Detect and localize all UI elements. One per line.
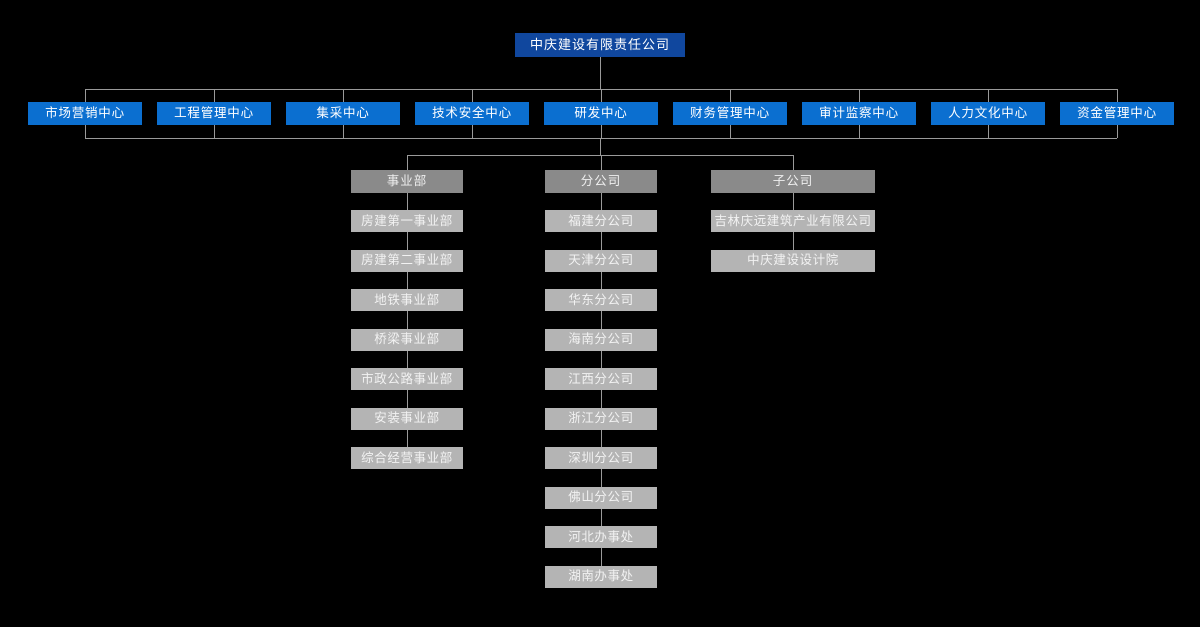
connector-leaf-link <box>601 508 602 526</box>
connector-department-tail <box>214 125 215 138</box>
department-node[interactable]: 工程管理中心 <box>157 102 271 125</box>
leaf-node[interactable]: 湖南办事处 <box>545 565 657 588</box>
leaf-node[interactable]: 深圳分公司 <box>545 447 657 469</box>
connector-leaf-link <box>407 350 408 368</box>
connector-department-drop <box>214 89 215 102</box>
leaf-node[interactable]: 河北办事处 <box>545 526 657 548</box>
connector-department-tail <box>472 125 473 138</box>
connector-root-stem <box>600 57 601 89</box>
connector-department-tail <box>343 125 344 138</box>
leaf-node[interactable]: 地铁事业部 <box>351 289 463 311</box>
connector-group-drop <box>407 155 408 170</box>
connector-leaf-link <box>601 548 602 566</box>
connector-leaf-link <box>407 429 408 447</box>
connector-leaf-link <box>407 232 408 250</box>
connector-leaf-link <box>601 390 602 408</box>
department-node[interactable]: 人力文化中心 <box>931 102 1045 125</box>
department-node[interactable]: 审计监察中心 <box>802 102 916 125</box>
connector-leaf-link <box>601 469 602 487</box>
connector-leaf-link <box>793 232 794 250</box>
connector-group-drop <box>793 155 794 170</box>
connector-department-drop <box>601 89 602 102</box>
connector-leaf-link <box>601 232 602 250</box>
leaf-node[interactable]: 桥梁事业部 <box>351 328 463 351</box>
group-header-node[interactable]: 分公司 <box>545 170 657 193</box>
connector-leaf-link <box>601 311 602 329</box>
leaf-node[interactable]: 浙江分公司 <box>545 407 657 430</box>
department-node[interactable]: 研发中心 <box>544 102 658 125</box>
leaf-node[interactable]: 安装事业部 <box>351 407 463 430</box>
connector-leaf-link <box>601 193 602 210</box>
connector-department-drop <box>1117 89 1118 102</box>
leaf-node[interactable]: 华东分公司 <box>545 289 657 311</box>
connector-group-bus <box>407 155 793 156</box>
connector-leaf-link <box>601 350 602 368</box>
connector-department-tail <box>601 125 602 138</box>
connector-department-drop <box>988 89 989 102</box>
leaf-node[interactable]: 吉林庆远建筑产业有限公司 <box>711 210 875 232</box>
group-header-node[interactable]: 子公司 <box>711 170 875 193</box>
connector-group-stem <box>600 138 601 155</box>
connector-department-drop <box>730 89 731 102</box>
connector-department-drop <box>472 89 473 102</box>
connector-department-tail <box>1117 125 1118 138</box>
connector-department-tail <box>988 125 989 138</box>
connector-department-tail <box>859 125 860 138</box>
connector-leaf-link <box>793 193 794 210</box>
connector-leaf-link <box>407 311 408 329</box>
connector-leaf-link <box>407 193 408 210</box>
connector-department-tail <box>85 125 86 138</box>
group-header-node[interactable]: 事业部 <box>351 170 463 193</box>
leaf-node[interactable]: 天津分公司 <box>545 249 657 272</box>
leaf-node[interactable]: 福建分公司 <box>545 210 657 232</box>
connector-department-drop <box>343 89 344 102</box>
department-node[interactable]: 集采中心 <box>286 102 400 125</box>
department-node[interactable]: 市场营销中心 <box>28 102 142 125</box>
leaf-node[interactable]: 房建第二事业部 <box>351 249 463 272</box>
connector-leaf-link <box>407 390 408 408</box>
connector-leaf-link <box>601 271 602 289</box>
leaf-node[interactable]: 佛山分公司 <box>545 486 657 509</box>
department-node[interactable]: 资金管理中心 <box>1060 102 1174 125</box>
leaf-node[interactable]: 房建第一事业部 <box>351 210 463 232</box>
leaf-node[interactable]: 江西分公司 <box>545 368 657 390</box>
leaf-node[interactable]: 综合经营事业部 <box>351 447 463 469</box>
connector-department-tail <box>730 125 731 138</box>
connector-department-drop <box>859 89 860 102</box>
connector-leaf-link <box>407 271 408 289</box>
connector-leaf-link <box>601 429 602 447</box>
department-node[interactable]: 技术安全中心 <box>415 102 529 125</box>
connector-group-drop <box>601 155 602 170</box>
root-node: 中庆建设有限责任公司 <box>515 33 685 57</box>
leaf-node[interactable]: 海南分公司 <box>545 328 657 351</box>
leaf-node[interactable]: 中庆建设设计院 <box>711 249 875 272</box>
connector-department-drop <box>85 89 86 102</box>
connector-collector-bus <box>85 138 1117 139</box>
department-node[interactable]: 财务管理中心 <box>673 102 787 125</box>
leaf-node[interactable]: 市政公路事业部 <box>351 368 463 390</box>
